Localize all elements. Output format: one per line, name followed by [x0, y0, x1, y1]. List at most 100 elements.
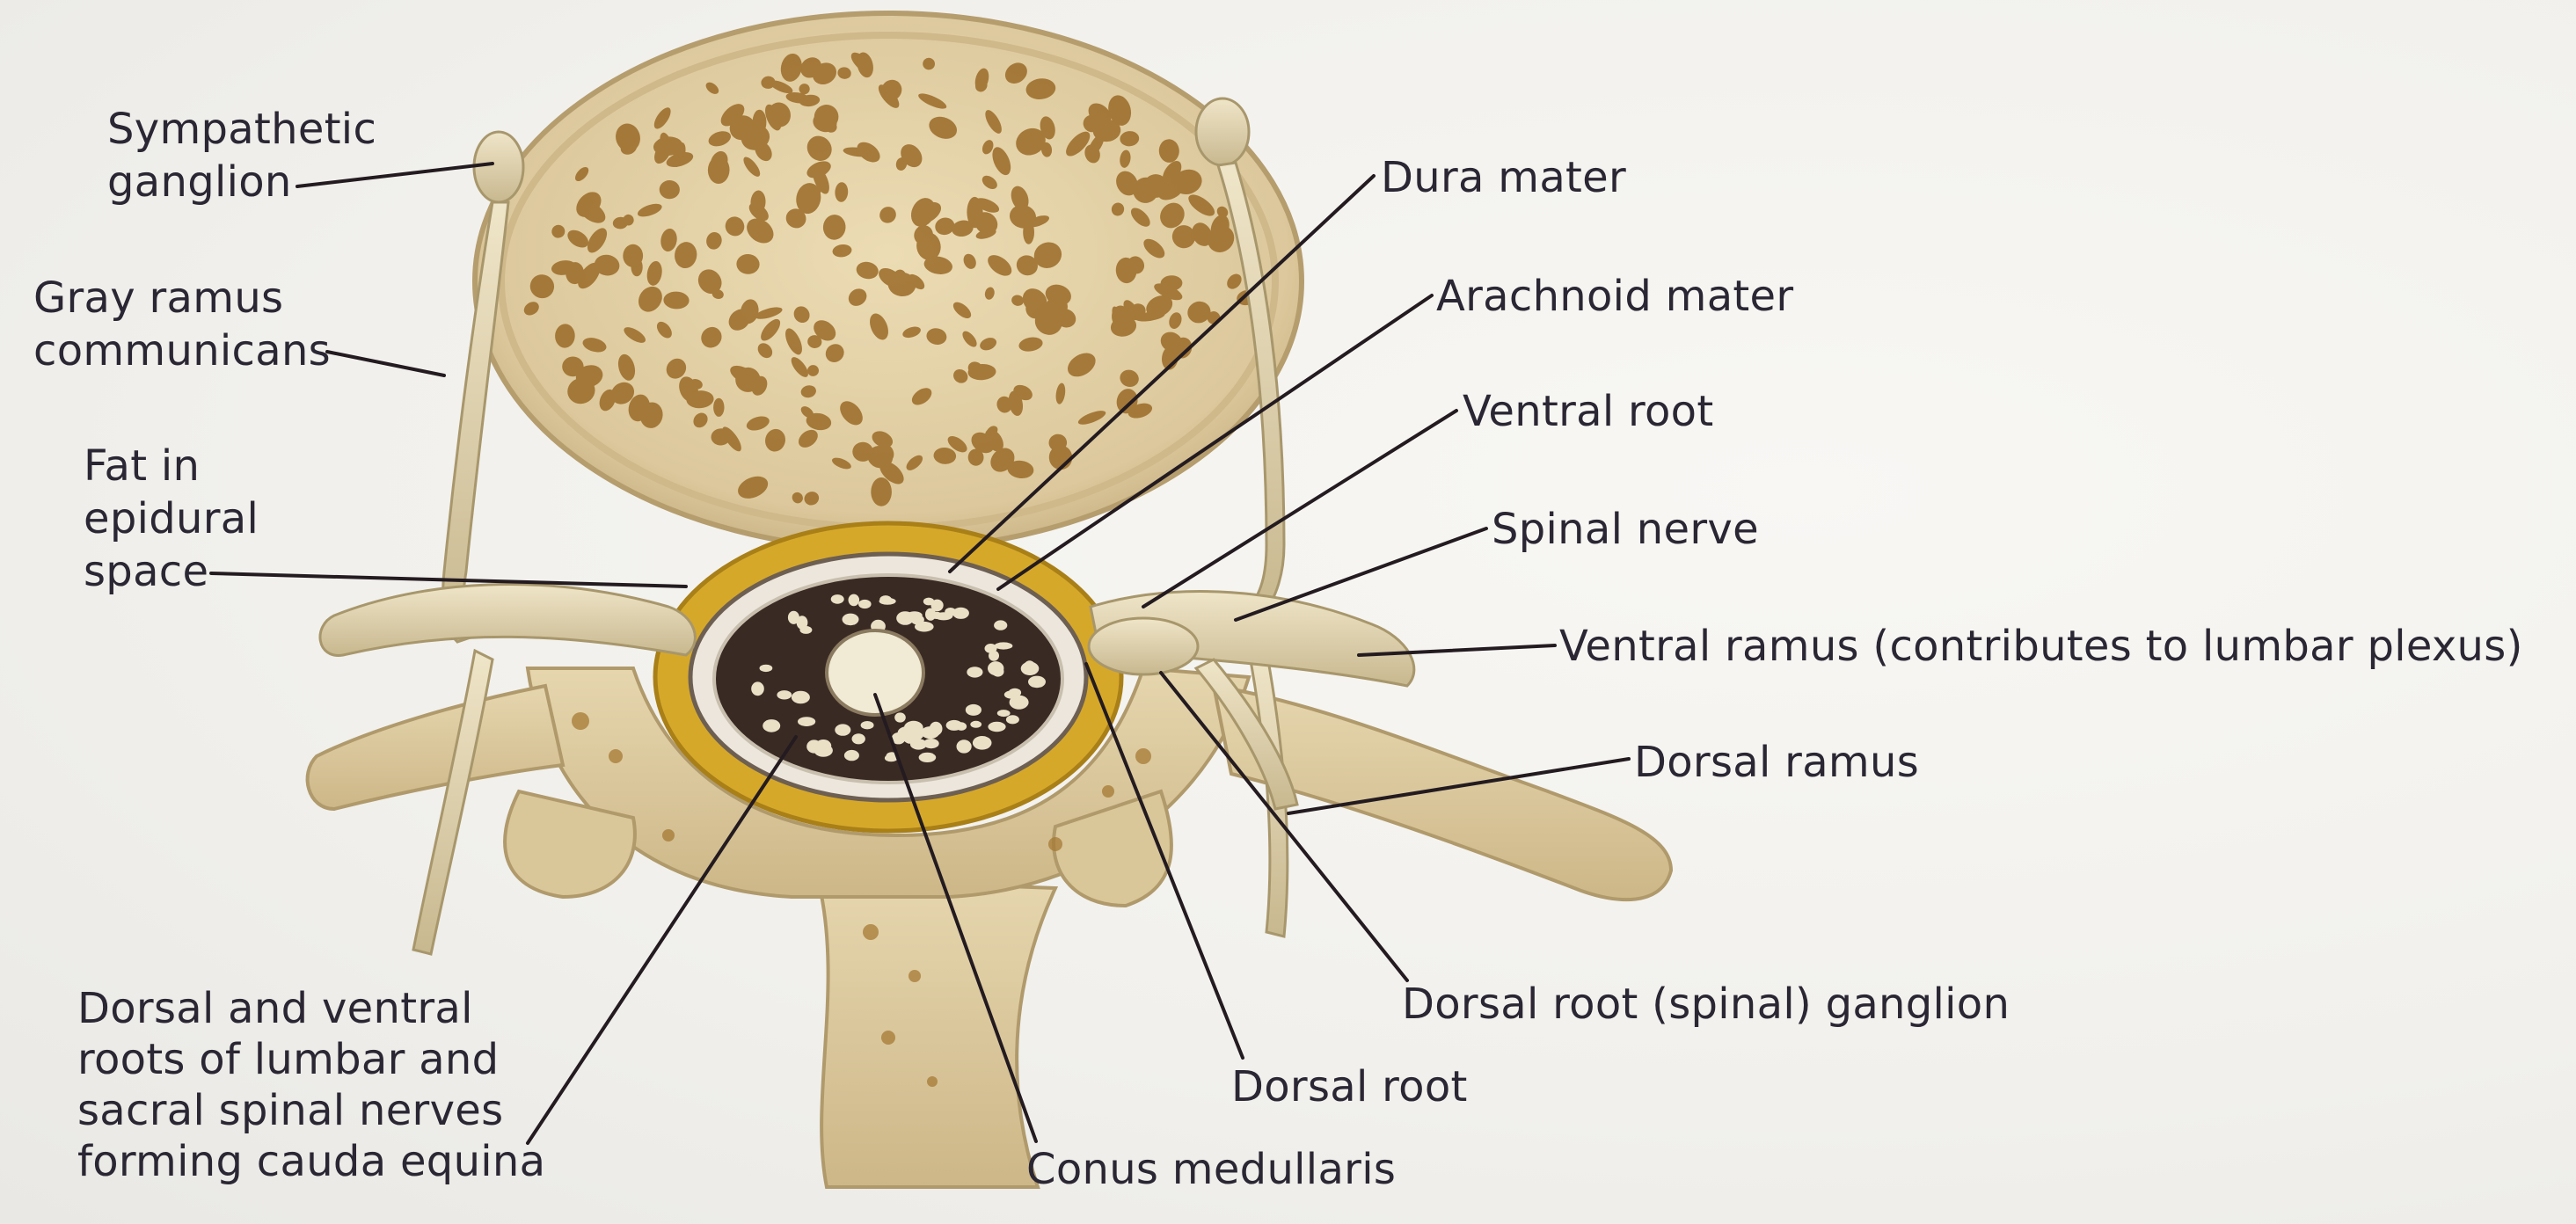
left-sympathetic-ganglion: [472, 130, 525, 204]
trabecula: [872, 431, 894, 448]
nerve-root: [915, 621, 934, 632]
trabecula: [653, 107, 671, 129]
trabecula: [800, 385, 816, 398]
trabecula: [637, 203, 662, 217]
trabecula: [792, 492, 803, 504]
label-gray-ramus-communicans: Gray ramus communicans: [33, 272, 331, 377]
trabecula: [867, 446, 894, 469]
trabecula: [746, 416, 770, 431]
label-line: Fat in: [84, 441, 201, 491]
trabecula: [906, 455, 923, 470]
trabecula: [806, 135, 832, 161]
nerve-root: [858, 599, 872, 609]
nerve-root: [965, 703, 982, 716]
trabecula: [529, 274, 555, 299]
trabecula: [1016, 128, 1046, 156]
nerve-root: [879, 595, 892, 604]
label-line: Conus medullaris: [1026, 1145, 1397, 1194]
right-sympathetic-ganglion: [1194, 97, 1251, 167]
trabecula: [918, 93, 947, 109]
trabecula: [578, 262, 601, 289]
nerve-root: [860, 721, 874, 730]
nerve-root: [787, 610, 799, 624]
trabecula: [768, 102, 791, 128]
trabecula: [755, 141, 772, 162]
trabecula: [822, 215, 846, 240]
trabecula: [985, 110, 1002, 134]
trabecula: [780, 53, 802, 82]
nerve-root: [930, 599, 944, 612]
trabecula: [750, 190, 766, 215]
nerve-root: [994, 642, 1013, 650]
label-line: Ventral ramus (contributes to lumbar ple…: [1559, 622, 2523, 671]
trabecula: [582, 338, 607, 353]
trabecula: [751, 375, 768, 396]
trabecula: [551, 224, 566, 238]
label-dorsal-root-ganglion: Dorsal root (spinal) ganglion: [1402, 978, 2010, 1031]
nerve-root: [925, 608, 937, 621]
trabecula: [812, 62, 837, 85]
nerve-root: [815, 740, 832, 753]
label-line: roots of lumbar and: [77, 1035, 500, 1084]
nerve-root: [842, 613, 859, 626]
label-fat-in-epidural-space: Fat in epidural space: [84, 440, 259, 598]
vertebral-body: [472, 11, 1304, 552]
trabecula: [840, 401, 863, 426]
nerve-root: [945, 719, 963, 731]
trabecula: [610, 382, 635, 404]
nerve-root: [835, 724, 851, 736]
label-dorsal-ramus: Dorsal ramus: [1634, 736, 1919, 789]
trabecula: [814, 105, 839, 129]
trabecula: [929, 116, 958, 139]
left-transverse-process: [305, 683, 566, 812]
nerve-root: [759, 664, 773, 673]
label-dura-mater: Dura mater: [1381, 151, 1626, 204]
nerve-root: [830, 594, 844, 604]
trabecula: [785, 328, 802, 355]
nerve-root: [1028, 675, 1046, 688]
trabecula: [617, 353, 636, 381]
label-arachnoid-mater: Arachnoid mater: [1436, 270, 1793, 323]
nerve-root: [848, 594, 860, 607]
trabecula: [663, 291, 690, 310]
trabecula: [623, 244, 644, 267]
trabecula: [755, 307, 783, 319]
trabecula: [902, 326, 921, 339]
trabecula: [697, 269, 722, 295]
label-line: Dorsal root (spinal) ganglion: [1402, 980, 2010, 1029]
trabecula: [693, 412, 708, 428]
label-line: Spinal nerve: [1492, 505, 1759, 554]
label-line: Ventral root: [1463, 387, 1714, 436]
label-dorsal-root: Dorsal root: [1231, 1060, 1468, 1113]
nerve-root: [970, 720, 982, 728]
trabecula: [562, 356, 584, 377]
nerve-root: [994, 620, 1008, 630]
trabecula: [706, 231, 722, 250]
trabecula: [1040, 116, 1055, 140]
trabecula: [728, 309, 750, 331]
trabecula: [837, 67, 851, 79]
trabecula: [555, 324, 575, 348]
trabecula: [705, 82, 719, 94]
trabecula: [1088, 133, 1105, 157]
trabecula: [725, 216, 745, 237]
label-line: communicans: [33, 326, 331, 375]
trabecula: [1158, 139, 1179, 163]
trabecula: [623, 214, 634, 226]
nerve-root: [967, 667, 983, 678]
left-spinal-nerve: [318, 583, 697, 657]
trabecula: [1108, 95, 1132, 126]
nerve-root: [903, 732, 917, 744]
trabecula: [1066, 131, 1091, 157]
trabecula: [911, 388, 932, 405]
trabecula: [587, 228, 608, 253]
nerve-root: [1014, 700, 1027, 709]
trabecula: [785, 208, 806, 229]
nerve-root: [945, 608, 957, 616]
trabecula: [666, 358, 687, 379]
trabecula: [982, 140, 994, 155]
trabecula: [628, 394, 650, 422]
trabecula: [807, 335, 822, 349]
trabecula: [1120, 131, 1140, 147]
